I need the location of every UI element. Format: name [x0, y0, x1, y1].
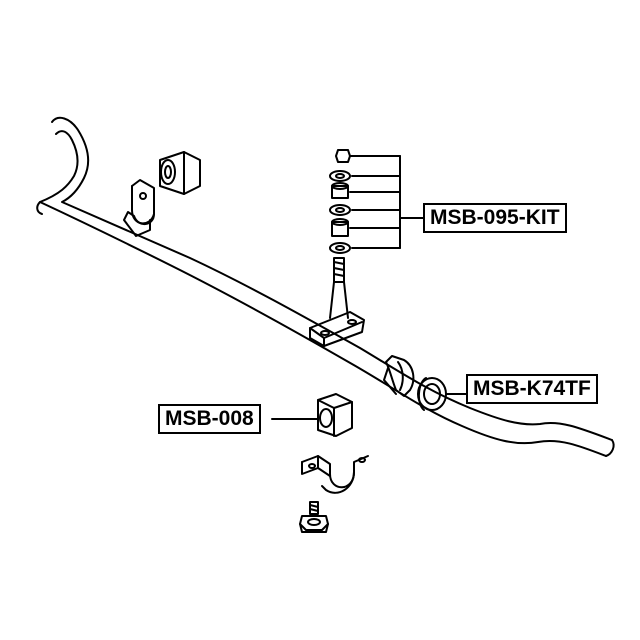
lower-bolt [299, 501, 329, 533]
k74-part-label: MSB-K74TF [466, 374, 598, 404]
right-clamp [383, 355, 415, 397]
upper-left-bracket [123, 179, 155, 237]
kit-part-label: MSB-095-KIT [423, 203, 567, 233]
upper-left-bushing [159, 151, 201, 195]
right-bushing [417, 377, 447, 411]
msb008-part-label: MSB-008 [158, 404, 261, 434]
stabilizer-bar [36, 116, 615, 457]
link-bolt [309, 257, 365, 347]
link-kit-hardware [329, 149, 351, 254]
kit-leader-lines [349, 155, 424, 249]
lower-bracket [301, 455, 369, 494]
lower-bushing [317, 393, 353, 437]
